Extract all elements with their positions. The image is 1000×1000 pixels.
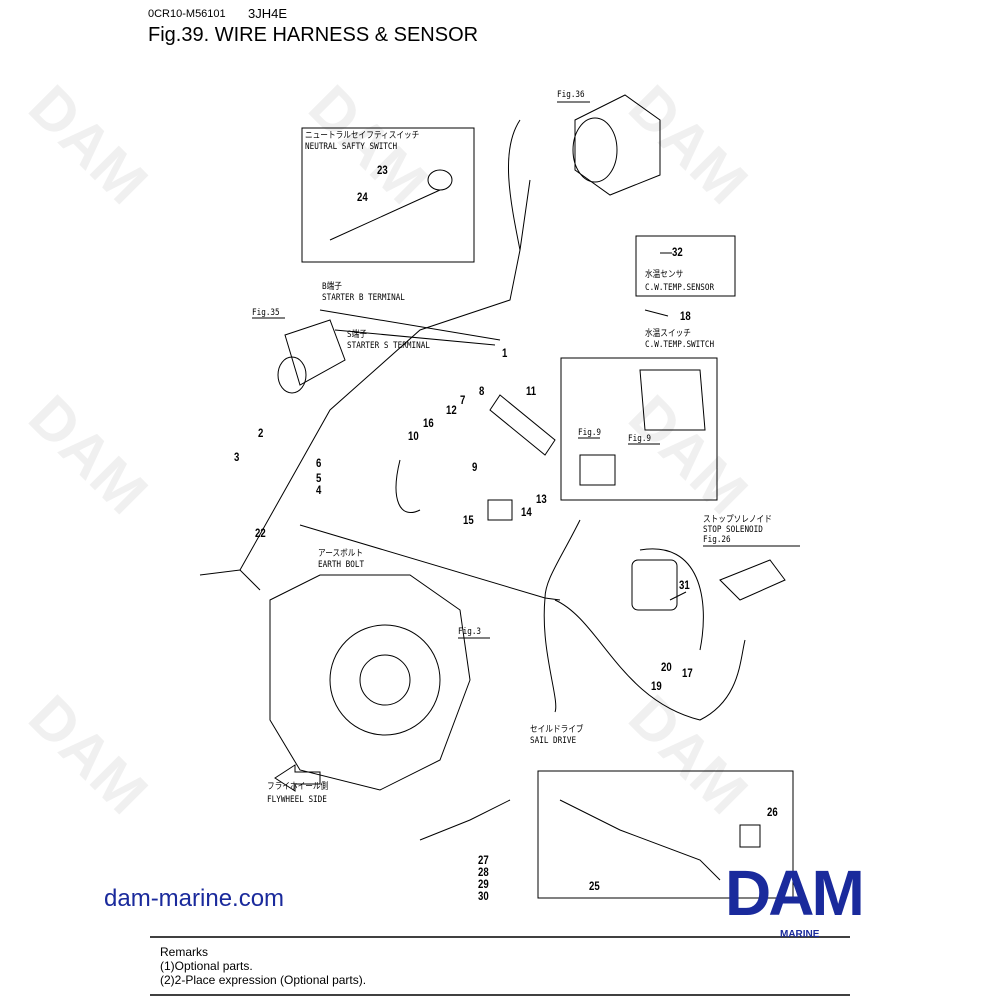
s-terminal-jp: S端子	[347, 330, 367, 340]
callout-13: 13	[536, 492, 547, 506]
callout-19: 19	[651, 679, 662, 693]
callout-26: 26	[767, 805, 778, 819]
s-terminal-en: STARTER S TERMINAL	[347, 341, 430, 351]
sail-drive-jp: セイルドライブ	[530, 725, 584, 735]
cw-switch-en: C.W.TEMP.SWITCH	[645, 340, 715, 350]
callout-2: 2	[258, 426, 264, 440]
fig36-ref: Fig.36	[557, 90, 585, 100]
optional-harness-25	[559, 799, 721, 881]
callout-12: 12	[446, 403, 457, 417]
fig26-ref: Fig.26	[703, 535, 731, 545]
cw-sensor-en: C.W.TEMP.SENSOR	[645, 283, 715, 293]
flywheel-housing-bore	[329, 624, 441, 736]
callout-27: 27	[478, 853, 489, 867]
stop-solenoid-en: STOP SOLENOID	[703, 525, 763, 535]
harness-wire	[639, 548, 704, 651]
harness-wire	[319, 309, 501, 341]
neutral-switch-en: NEUTRAL SAFTY SWITCH	[305, 142, 398, 152]
relay-15	[487, 499, 513, 521]
harness-wire	[395, 459, 421, 513]
callout-29: 29	[478, 877, 489, 891]
model-code: 3JH4E	[248, 6, 288, 21]
flywheel-arrow	[274, 764, 321, 792]
temp-sensor-box	[635, 235, 736, 297]
callout-9: 9	[472, 460, 478, 474]
callout-14: 14	[521, 505, 532, 519]
neutral-switch-part	[427, 169, 453, 191]
main-harness	[239, 179, 531, 571]
neutral-switch-box	[301, 127, 475, 263]
cw-switch-jp: 水温スイッチ	[645, 329, 691, 339]
neutral-switch-wire	[329, 189, 441, 241]
callout-5: 5	[316, 471, 322, 485]
flywheel-side-en: FLYWHEEL SIDE	[267, 795, 327, 805]
fig35-ref: Fig.35	[252, 308, 280, 318]
b-terminal-en: STARTER B TERMINAL	[322, 293, 405, 303]
starter-motor	[284, 319, 346, 386]
dam-logo: DAM	[725, 857, 865, 929]
sail-drive-en: SAIL DRIVE	[530, 736, 577, 746]
alternator	[574, 94, 661, 196]
callout-7: 7	[460, 393, 466, 407]
harness-wire	[544, 519, 581, 599]
callout-30: 30	[478, 889, 489, 903]
flywheel-housing-hub	[359, 654, 411, 706]
bracket-11	[489, 394, 556, 456]
harness-27-30	[419, 799, 511, 841]
callout-18: 18	[680, 309, 691, 323]
stop-solenoid	[719, 559, 786, 601]
harness-wire	[334, 329, 496, 346]
remarks-title: Remarks	[160, 945, 209, 959]
starter-pinion	[277, 356, 307, 394]
callout-6: 6	[316, 456, 322, 470]
harness-wire	[199, 569, 261, 591]
dam-logo-sub: MARINE	[780, 929, 820, 940]
callout-11: 11	[526, 384, 537, 398]
earth-bolt-en: EARTH BOLT	[318, 560, 365, 570]
stop-solenoid-jp: ストップソレノイド	[703, 515, 772, 525]
callout-25: 25	[589, 879, 600, 893]
harness-wire	[543, 597, 557, 713]
earth-bolt-jp: アースボルト	[318, 549, 364, 559]
callout-32: 32	[672, 245, 683, 259]
doc-code: 0CR10-M56101	[148, 8, 226, 20]
callout-22: 22	[255, 526, 266, 540]
fig3-ref: Fig.3	[458, 627, 482, 637]
harness-wire	[554, 599, 746, 721]
harness-wire	[507, 119, 521, 251]
callout-17: 17	[682, 666, 693, 680]
callout-24: 24	[357, 190, 368, 204]
fig9-ref-a: Fig.9	[578, 428, 602, 438]
callout-3: 3	[234, 450, 240, 464]
optional-box	[560, 357, 718, 501]
relay-fig9	[579, 454, 616, 486]
fig9-ref-b: Fig.9	[628, 434, 652, 444]
leader-lines	[644, 252, 687, 601]
cw-sensor-jp: 水温センサ	[645, 270, 684, 280]
alternator-face	[572, 117, 618, 183]
controller-fig9	[639, 369, 706, 431]
page-title: Fig.39. WIRE HARNESS & SENSOR	[148, 24, 479, 46]
callout-10: 10	[408, 429, 419, 443]
callout-4: 4	[316, 483, 322, 497]
stop-solenoid-part	[631, 559, 678, 611]
callout-28: 28	[478, 865, 489, 879]
callout-20: 20	[661, 660, 672, 674]
flywheel-housing	[269, 574, 471, 791]
callout-31: 31	[679, 578, 690, 592]
remark-1: (1)Optional parts.	[160, 959, 253, 973]
website-link[interactable]: dam-marine.com	[104, 885, 285, 912]
leader-lines	[252, 101, 800, 639]
callout-15: 15	[463, 513, 474, 527]
callout-1: 1	[502, 346, 508, 360]
neutral-switch-jp: ニュートラルセイフティスイッチ	[305, 131, 420, 141]
b-terminal-jp: B端子	[322, 282, 342, 292]
relay-26	[739, 824, 761, 848]
harness-option-box	[537, 770, 794, 899]
callout-8: 8	[479, 384, 485, 398]
callout-23: 23	[377, 163, 388, 177]
callout-16: 16	[423, 416, 434, 430]
remark-2: (2)2-Place expression (Optional parts).	[160, 973, 367, 987]
flywheel-side-jp: フライホイール側	[267, 782, 329, 792]
